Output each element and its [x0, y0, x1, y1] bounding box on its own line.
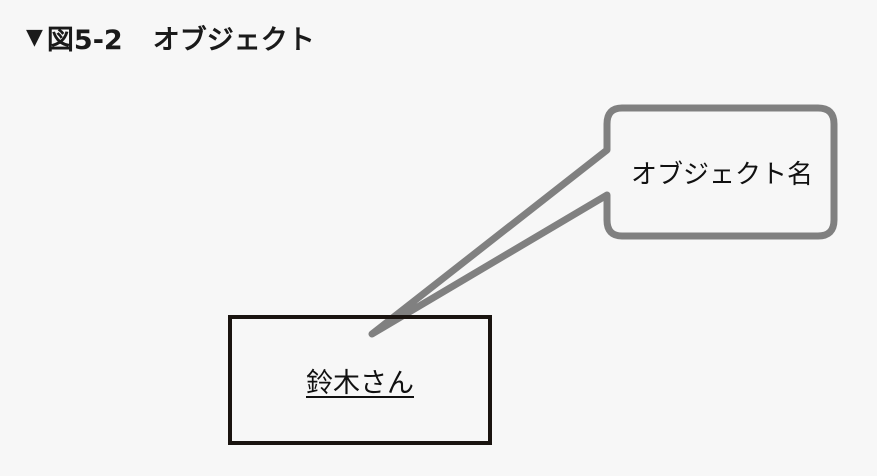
figure-title: ▼ 図5-2 オブジェクト — [26, 18, 315, 56]
callout-shape — [368, 104, 838, 338]
object-box: 鈴木さん — [228, 315, 492, 445]
callout-label: オブジェクト名 — [630, 159, 813, 190]
triangle-down-icon: ▼ — [26, 24, 43, 50]
object-name: 鈴木さん — [306, 367, 414, 399]
figure-number: 図5-2 — [46, 24, 123, 56]
figure-caption: オブジェクト — [152, 24, 315, 56]
